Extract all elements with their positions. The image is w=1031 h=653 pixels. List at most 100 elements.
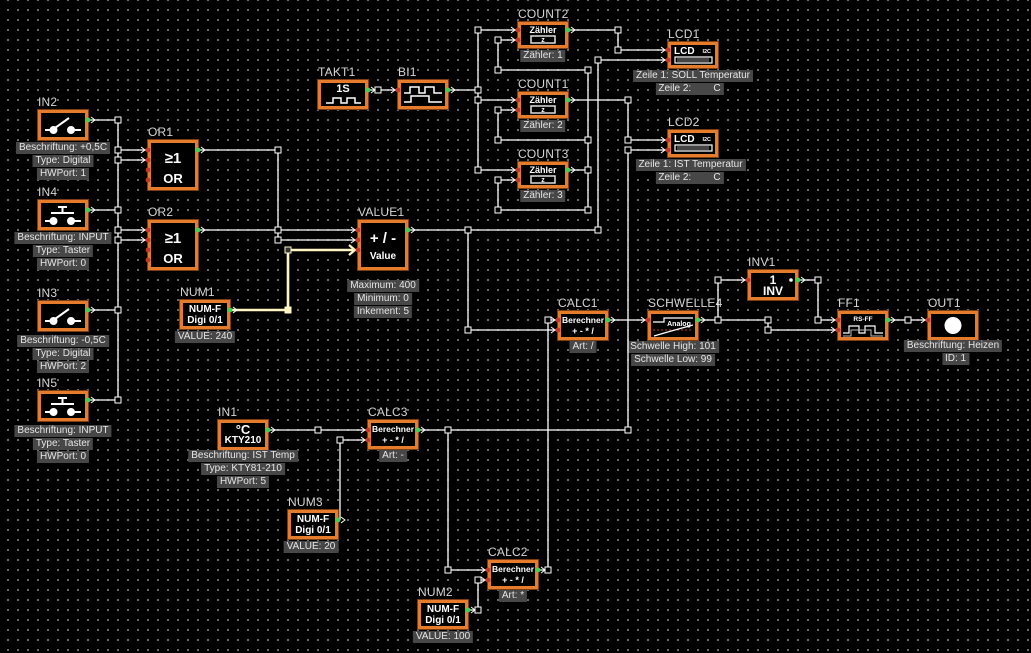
block-bi1[interactable]: BI1	[398, 66, 448, 109]
junction[interactable]	[494, 106, 502, 114]
output-pin[interactable]	[465, 607, 471, 613]
input-pin[interactable]	[515, 97, 521, 103]
wire[interactable]	[497, 109, 588, 141]
junction[interactable]	[614, 26, 622, 34]
input-pin[interactable]	[665, 47, 671, 53]
junction-points[interactable]	[114, 26, 912, 614]
block-schwelle4[interactable]: SCHWELLE4 Analog Schwelle High: 101 Schw…	[627, 297, 722, 366]
wire[interactable]	[540, 319, 556, 571]
junction[interactable]	[444, 426, 452, 434]
wire[interactable]	[800, 279, 836, 321]
junction[interactable]	[114, 236, 122, 244]
wire[interactable]	[467, 230, 556, 331]
wire[interactable]	[497, 39, 588, 71]
junction[interactable]	[814, 276, 822, 284]
junction[interactable]	[274, 226, 282, 234]
block-takt1[interactable]: TAKT1 1S	[318, 66, 368, 109]
block-out1[interactable]: OUT1 Beschriftung: Heizen ID: 1	[903, 297, 1003, 365]
output-pin[interactable]	[445, 87, 451, 93]
input-pin[interactable]	[645, 317, 651, 323]
wire[interactable]	[339, 439, 366, 520]
input-pin[interactable]	[925, 317, 931, 323]
output-pin[interactable]	[335, 517, 341, 523]
value-block[interactable]: + / - Value	[358, 220, 408, 270]
junction[interactable]	[714, 316, 722, 324]
input-pin[interactable]	[665, 57, 671, 63]
temperature-sensor-block[interactable]: °C KTY210	[218, 420, 268, 450]
junction[interactable]	[474, 86, 482, 94]
junction[interactable]	[494, 36, 502, 44]
junction[interactable]	[584, 206, 592, 214]
output-pin[interactable]	[695, 317, 701, 323]
input-pin[interactable]	[145, 167, 151, 173]
junction[interactable]	[584, 136, 592, 144]
wire[interactable]	[420, 149, 666, 431]
wire[interactable]	[410, 59, 666, 231]
output-block[interactable]	[928, 311, 978, 340]
block-inv1[interactable]: INV1 1 INV	[748, 256, 798, 300]
wire-selected[interactable]	[232, 248, 355, 312]
block-count3[interactable]: COUNT3 Zähler z Zähler: 3	[518, 148, 568, 202]
junction[interactable]	[464, 226, 472, 234]
input-pin[interactable]	[835, 327, 841, 333]
block-in1[interactable]: IN1 °C KTY210 Beschriftung: IST Temp Typ…	[188, 406, 298, 488]
junction[interactable]	[494, 176, 502, 184]
input-pin[interactable]	[145, 257, 151, 263]
junction-selected[interactable]	[284, 306, 292, 314]
block-calc1[interactable]: CALC1 Berechner + - * / Art: /	[558, 297, 608, 353]
input-pin[interactable]	[515, 167, 521, 173]
or-gate-block[interactable]: ≥1 OR	[148, 220, 198, 270]
input-pin[interactable]	[485, 577, 491, 583]
wire[interactable]	[470, 579, 486, 611]
junction[interactable]	[374, 86, 382, 94]
block-count1[interactable]: COUNT1 Zähler z Zähler: 2	[518, 78, 568, 132]
junction[interactable]	[624, 426, 632, 434]
input-pin[interactable]	[145, 177, 151, 183]
junction[interactable]	[624, 136, 632, 144]
junction[interactable]	[474, 166, 482, 174]
junction[interactable]	[714, 276, 722, 284]
input-pin[interactable]	[145, 147, 151, 153]
output-pin[interactable]	[885, 317, 891, 323]
output-pin[interactable]	[85, 207, 91, 213]
input-pin[interactable]	[515, 27, 521, 33]
block-count2[interactable]: COUNT2 Zähler z Zähler: 1	[518, 8, 568, 62]
junction[interactable]	[114, 156, 122, 164]
push-button-input-block[interactable]	[38, 391, 88, 421]
junction[interactable]	[114, 306, 122, 314]
selected-wire[interactable]	[232, 244, 357, 312]
junction[interactable]	[474, 96, 482, 104]
wires[interactable]	[90, 29, 926, 611]
block-lcd1[interactable]: LCD1 LCD I2C Zeile 1: SOLL Temperatur Ze…	[633, 28, 753, 95]
threshold-block[interactable]: Analog	[648, 311, 698, 340]
block-or1[interactable]: OR1 ≥1 OR	[148, 126, 198, 190]
wire[interactable]	[570, 29, 666, 51]
input-pin[interactable]	[365, 427, 371, 433]
junction[interactable]	[114, 206, 122, 214]
wire[interactable]	[200, 149, 279, 240]
junction[interactable]	[336, 436, 344, 444]
input-pin[interactable]	[355, 227, 361, 233]
junction[interactable]	[904, 316, 912, 324]
block-value1[interactable]: VALUE1 + / - Value Maximum: 400 Minimum:…	[347, 206, 419, 318]
wire[interactable]	[570, 99, 666, 141]
junction[interactable]	[544, 566, 552, 574]
digital-input-block[interactable]	[38, 110, 88, 140]
lcd-block[interactable]: LCD I2C	[668, 42, 718, 68]
block-num3[interactable]: NUM3 NUM-F Digi 0/1 VALUE: 20	[283, 496, 339, 553]
output-pin[interactable]	[227, 307, 233, 313]
clock-block[interactable]: 1S	[318, 80, 368, 109]
output-pin[interactable]	[85, 307, 91, 313]
junction[interactable]	[114, 396, 122, 404]
block-or2[interactable]: OR2 ≥1 OR	[148, 206, 198, 270]
input-pin[interactable]	[145, 237, 151, 243]
junction[interactable]	[114, 146, 122, 154]
output-pin[interactable]	[415, 427, 421, 433]
input-pin[interactable]	[145, 247, 151, 253]
block-calc3[interactable]: CALC3 Berechner + - * / Art: -	[368, 406, 418, 462]
junction[interactable]	[624, 146, 632, 154]
block-in2[interactable]: IN2 Beschriftung: +0,5C Type: Digital HW…	[15, 96, 111, 180]
rs-flipflop-block[interactable]: RS-FF	[838, 311, 888, 340]
calculator-block[interactable]: Berechner + - * /	[488, 560, 538, 589]
